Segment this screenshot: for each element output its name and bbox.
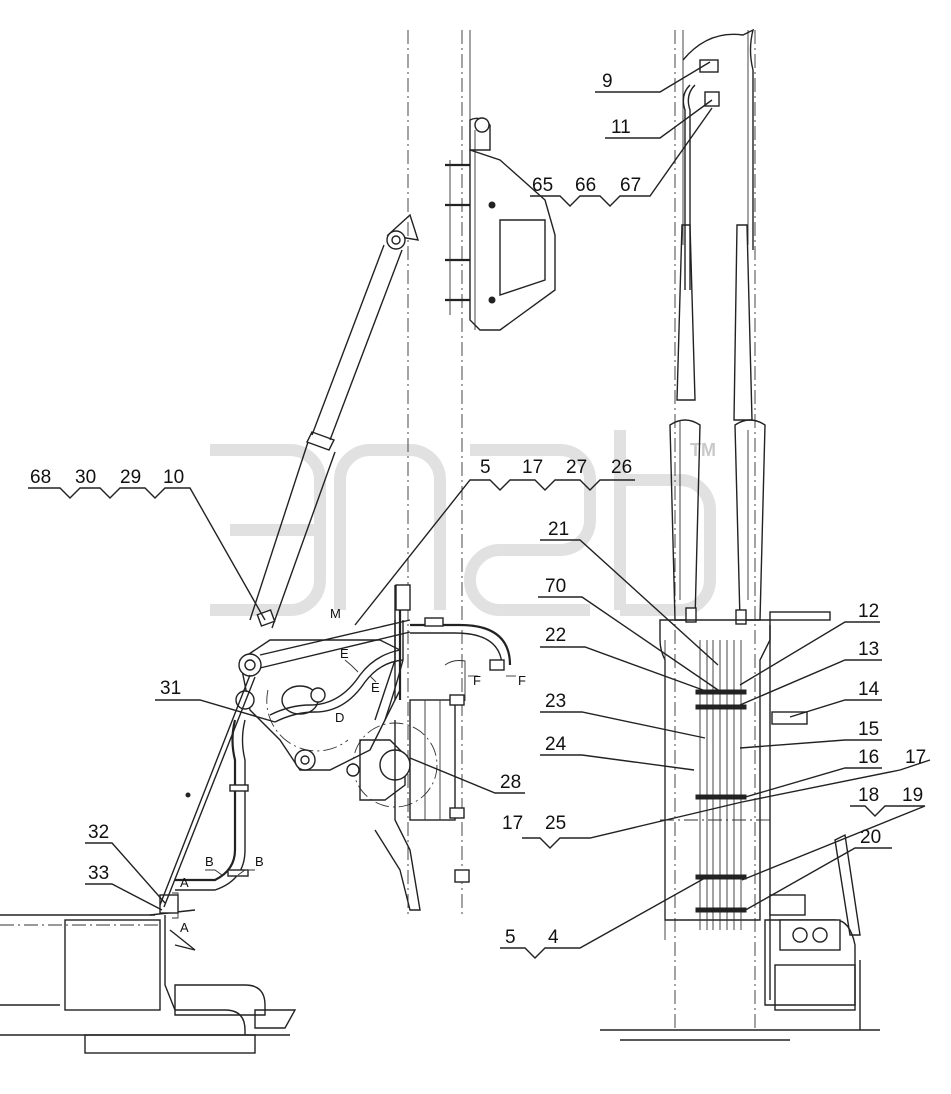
callout-26: 26 [611, 457, 632, 478]
swing-motor-assembly [346, 620, 470, 911]
callout-28: 28 [500, 772, 521, 793]
callout-17-bottom: 17 [502, 813, 523, 834]
callout-66: 66 [575, 175, 596, 196]
callout-27: 27 [566, 457, 587, 478]
callout-13: 13 [858, 639, 879, 660]
callout-21: 21 [548, 519, 569, 540]
callout-4: 4 [548, 927, 559, 948]
callout-16: 16 [858, 747, 879, 768]
section-e-2: E [371, 680, 380, 695]
callout-14: 14 [858, 679, 880, 700]
callout-68: 68 [30, 467, 51, 488]
callout-5-bottom: 5 [505, 927, 516, 948]
callout-11: 11 [611, 117, 631, 138]
callout-25: 25 [545, 813, 566, 834]
section-b-1: B [205, 854, 214, 869]
callout-70: 70 [545, 576, 566, 597]
callout-9: 9 [602, 71, 613, 92]
callout-23: 23 [545, 691, 566, 712]
left-carrier-base [0, 674, 297, 1054]
callout-29: 29 [120, 467, 141, 488]
callout-5-top: 5 [480, 457, 491, 478]
callout-10: 10 [163, 467, 184, 488]
section-m: M [330, 606, 341, 621]
callout-12: 12 [858, 601, 879, 622]
callout-15: 15 [858, 719, 879, 740]
callout-labels: 9 11 65 66 67 68 30 29 10 5 17 27 26 21 … [30, 71, 926, 948]
callout-30: 30 [75, 467, 96, 488]
section-a-2: A [180, 920, 189, 935]
callout-24: 24 [545, 734, 567, 755]
section-e-1: E [340, 646, 349, 661]
callout-19: 19 [902, 785, 923, 806]
section-f-1: F [473, 673, 481, 688]
boom-cylinder [249, 213, 420, 629]
callout-20: 20 [860, 827, 881, 848]
section-b-2: B [255, 854, 264, 869]
right-mast-view [600, 28, 880, 1041]
section-marks: M E E D F F B B A A [180, 606, 526, 935]
section-d: D [335, 710, 344, 725]
callout-17-top: 17 [522, 457, 543, 478]
watermark-logo: TM [210, 430, 716, 616]
callout-22: 22 [545, 625, 566, 646]
section-a-1: A [180, 875, 189, 890]
callout-67: 67 [620, 175, 641, 196]
callout-31: 31 [160, 678, 181, 699]
callout-17-right: 17 [905, 747, 926, 768]
section-f-2: F [518, 673, 526, 688]
callout-18: 18 [858, 785, 879, 806]
callout-33: 33 [88, 863, 109, 884]
left-mast-view [407, 30, 556, 915]
pivot-bracket [235, 619, 411, 771]
watermark-tm: TM [690, 440, 716, 460]
callout-32: 32 [88, 822, 109, 843]
callout-65: 65 [532, 175, 553, 196]
leader-lines [28, 61, 931, 959]
